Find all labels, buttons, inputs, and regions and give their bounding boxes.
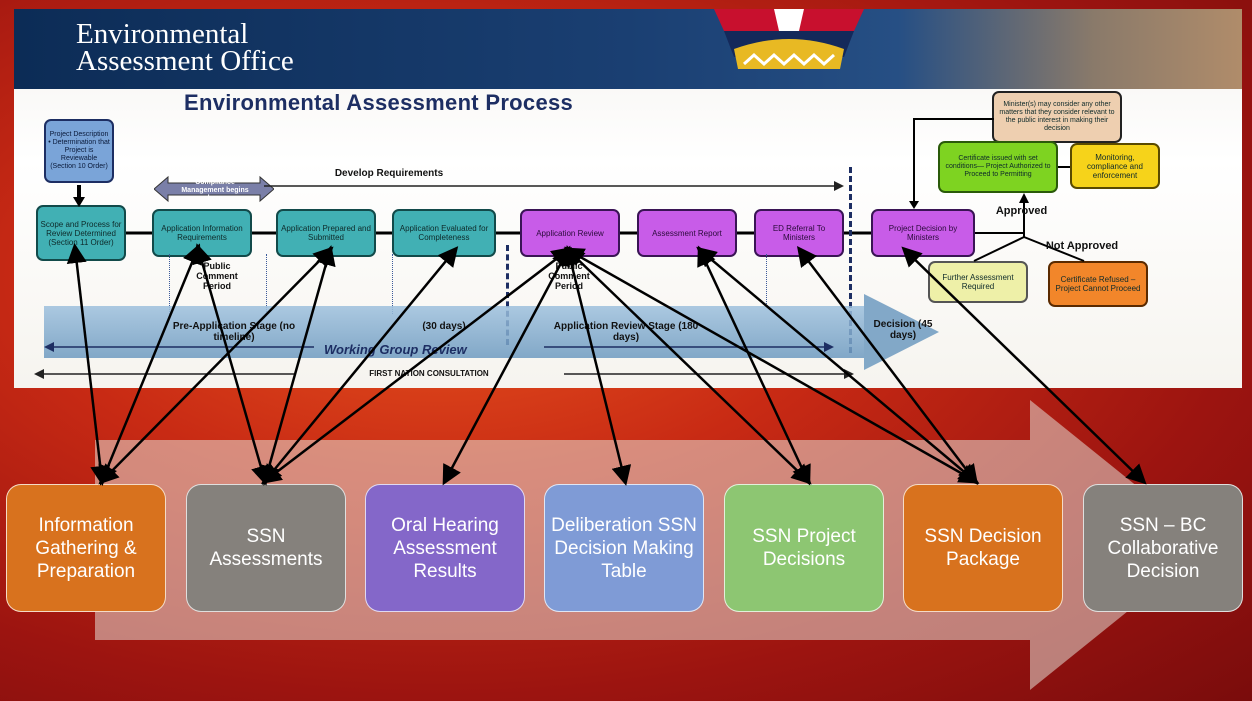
certificate-box: Certificate issued with set conditions— …: [938, 141, 1058, 193]
process-title: Environmental Assessment Process: [184, 90, 574, 115]
flow-box-ssn-bc-collaborative: SSN – BC Collaborative Decision: [1083, 484, 1243, 612]
flow-box-ssn-decision-package: SSN Decision Package: [903, 484, 1063, 612]
develop-requirements-arrow: [264, 181, 844, 191]
project-description-box: Project Description • Determination that…: [44, 119, 114, 183]
office-title-line2: Assessment Office: [76, 45, 294, 77]
office-title: Environmental Assessment Office: [76, 18, 294, 77]
not-approved-label: Not Approved: [1045, 240, 1119, 252]
bc-flag-icon: [714, 9, 864, 69]
develop-requirements-label: Develop Requirements: [334, 168, 444, 179]
flow-box-information-gathering: Information Gathering & Preparation: [6, 484, 166, 612]
flow-box-ssn-assessments: SSN Assessments: [186, 484, 346, 612]
ministers-box: Minister(s) may consider any other matte…: [992, 91, 1122, 143]
monitoring-box: Monitoring, compliance and enforcement: [1070, 143, 1160, 189]
flow-box-ssn-project-decisions: SSN Project Decisions: [724, 484, 884, 612]
approved-label: Approved: [995, 205, 1048, 217]
compliance-label: Compliance Management begins here: [181, 179, 249, 202]
compliance-arrow: [154, 175, 274, 203]
eao-banner: Environmental Assessment Office: [14, 9, 1242, 89]
flow-box-deliberation: Deliberation SSN Decision Making Table: [544, 484, 704, 612]
flow-box-oral-hearing: Oral Hearing Assessment Results: [365, 484, 525, 612]
office-title-line1: Environmental: [76, 18, 249, 50]
